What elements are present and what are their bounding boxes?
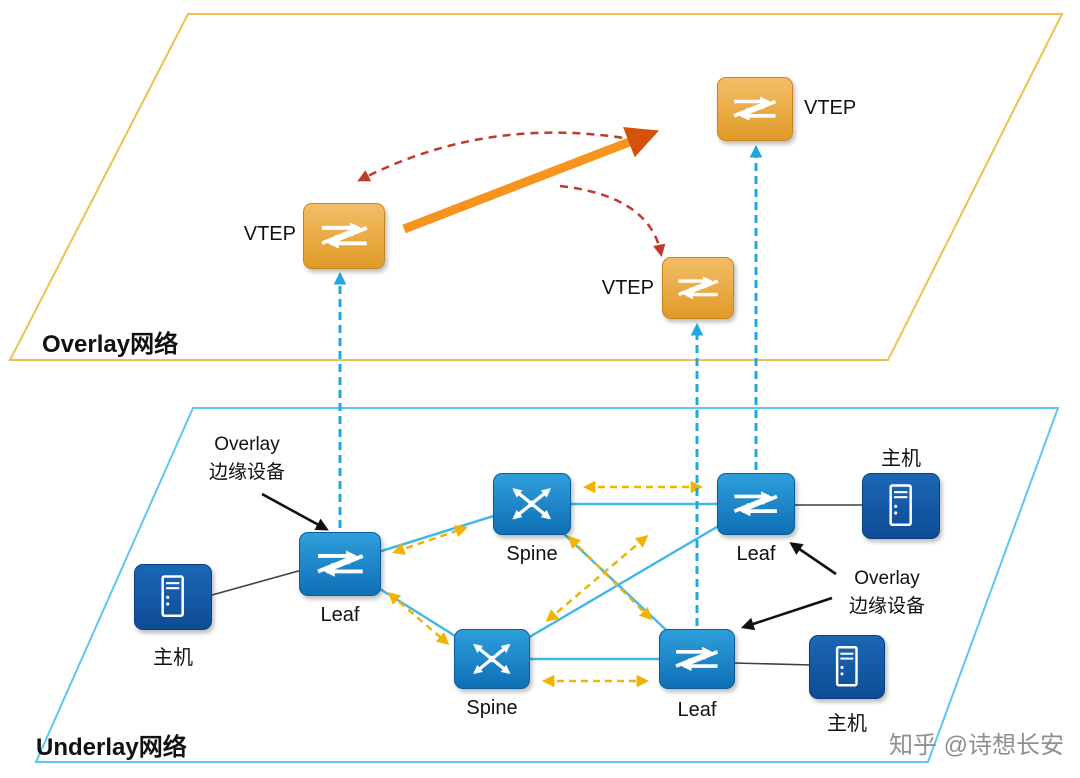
underlay-plane-title: Underlay网络	[36, 734, 187, 761]
tunnel-path-to-vtepmiddle	[559, 184, 666, 258]
leaf-node-left	[299, 532, 381, 596]
vxlan-tunnel-arrow	[402, 127, 660, 234]
overlay-plane	[8, 13, 1064, 361]
switch-icon	[316, 550, 364, 578]
ecmp-arrow-leafleft-spinebottom	[387, 591, 450, 646]
edge-note-right-line1: Overlay	[854, 568, 920, 589]
vtep-top-right-label: VTEP	[804, 97, 857, 119]
ecmp-arrows	[387, 480, 704, 688]
vtep-left-label: VTEP	[243, 223, 296, 245]
server-icon	[161, 575, 185, 618]
edge-note-left-line1: Overlay	[214, 434, 280, 455]
vtep-middle-label: VTEP	[601, 277, 654, 299]
switch-icon	[320, 222, 368, 250]
overlay-plane-title: Overlay网络	[42, 331, 179, 358]
edge-note-right-line2: 边缘设备	[848, 595, 925, 617]
host-node-left	[134, 564, 212, 630]
pointer-edge-note-right-to-leafright	[789, 542, 837, 576]
edge-device-note-left: Overlay 边缘设备	[190, 431, 304, 486]
switch-icon	[675, 646, 719, 672]
link-hostleft-leafleft	[211, 569, 303, 596]
leaf-node-bottom	[659, 629, 735, 689]
ecmp-arrow-leafleft-spinetop	[392, 525, 468, 555]
pointer-edge-note-right-to-leafbottom	[740, 596, 833, 631]
leaf-bottom-label: Leaf	[677, 699, 717, 721]
link-leafbottom-hostbottom	[733, 662, 813, 666]
leaf-left-label: Leaf	[320, 604, 360, 626]
vtep-node-top-right	[717, 77, 793, 141]
switch-icon	[734, 491, 778, 517]
leaf-right-label: Leaf	[736, 543, 776, 565]
host-node-bottom-right	[809, 635, 885, 699]
spine-top-label: Spine	[506, 543, 558, 565]
host-node-top-right	[862, 473, 940, 539]
server-icon	[836, 646, 858, 687]
spine-node-top	[493, 473, 571, 535]
vtep-node-middle	[662, 257, 734, 319]
pointer-edge-note-left	[261, 492, 329, 531]
annotation-arrows	[261, 492, 837, 631]
host-left-label: 主机	[153, 647, 193, 669]
spine-bottom-label: Spine	[466, 697, 518, 719]
vtep-node-left	[303, 203, 385, 269]
vtep-mapping-arrows	[333, 144, 763, 626]
host-top-right-label: 主机	[881, 448, 921, 470]
switch-icon	[733, 96, 777, 122]
host-links	[211, 504, 864, 666]
watermark: 知乎 @诗想长安	[888, 732, 1064, 759]
switch-icon	[677, 276, 719, 300]
host-bottom-right-label: 主机	[827, 713, 867, 735]
ecmp-arrow-spinebottom-leafright	[545, 534, 649, 623]
server-icon	[889, 484, 913, 527]
edge-note-left-line2: 边缘设备	[208, 461, 285, 483]
router-icon	[512, 488, 552, 520]
tunnel-path-to-vtepleft	[357, 131, 637, 182]
leaf-node-right	[717, 473, 795, 535]
tunnel-paths-red	[357, 131, 666, 258]
spine-node-bottom	[454, 629, 530, 689]
router-icon	[473, 643, 511, 675]
edge-device-note-right: Overlay 边缘设备	[830, 565, 944, 620]
